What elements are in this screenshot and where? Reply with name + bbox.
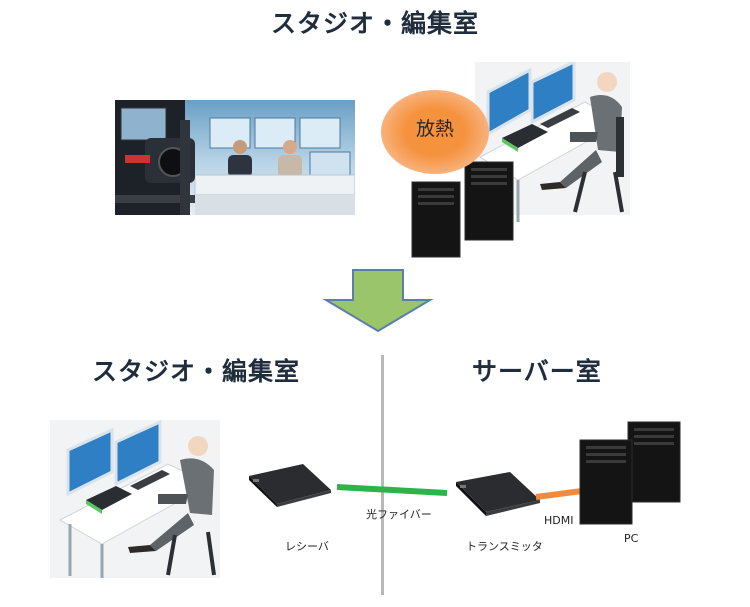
transmitter-label: トランスミッタ [466,540,543,553]
studio-section-title: スタジオ・編集室 [92,357,301,386]
receiver-device [249,464,331,507]
pc-towers [579,421,681,525]
heat-badge [381,90,489,174]
transmitter-device [456,472,540,516]
receiver-label: レシーバ [285,540,329,553]
tv-studio-photo [115,100,355,215]
editing-workstation-with-servers [411,62,630,258]
hdmi-cable [535,488,583,500]
fiber-label: 光ファイバー [366,508,432,521]
down-arrow-icon [322,269,434,333]
hdmi-label: HDMI [544,514,574,527]
top-title: スタジオ・編集室 [270,9,479,38]
pc-label: PC [624,532,639,545]
server-room-section-title: サーバー室 [472,357,602,386]
fiber-cable [336,484,448,496]
studio-workstation [50,420,220,578]
room-divider [381,355,384,595]
heat-label: 放熱 [415,118,454,140]
